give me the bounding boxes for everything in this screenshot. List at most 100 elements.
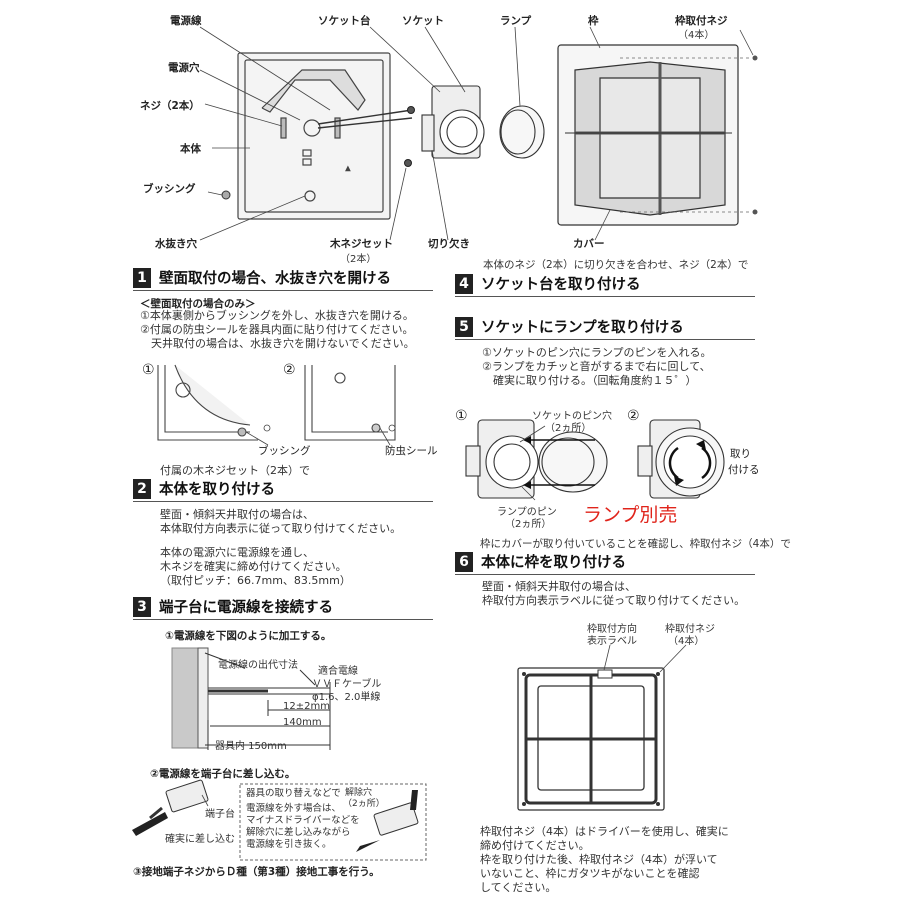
step-3-note-1: 器具の取り替えなどで — [246, 788, 341, 799]
step-3-wire-spec-2: ＶＶＦケーブル — [312, 679, 382, 690]
step-5-fig-1-marker: ① — [455, 408, 468, 424]
step-5-lamp-pin-count: （2ヵ所） — [505, 519, 552, 530]
step-4-heading: 4 ソケット台を取り付ける — [455, 273, 641, 294]
step-1-bushing-label: ブッシング — [258, 445, 311, 457]
step-5-line-3: 確実に取り付ける。（回転角度約１５゜） — [482, 374, 697, 387]
step-1-fig-1-marker: ① — [142, 362, 155, 378]
step-6-bottom-4: いないこと、枠にガタツキがないことを確認 — [480, 867, 700, 880]
step-5-heading: 5 ソケットにランプを取り付ける — [455, 316, 684, 337]
step-1-line-3: 天井取付の場合は、水抜き穴を開けないでください。 — [140, 337, 415, 350]
step-5-line-2: ②ランプをカチッと音がするまで右に回して、 — [482, 360, 711, 373]
frame-cover — [557, 44, 739, 226]
label-drain-hole: 水抜き穴 — [155, 238, 197, 250]
step-6-title: 本体に枠を取り付ける — [481, 555, 626, 571]
screws — [404, 106, 415, 167]
step-3-note-4: 解除穴に差し込みながら — [246, 827, 351, 838]
svg-text:▲: ▲ — [346, 166, 350, 172]
step-3-note-5: 電源線を引き抜く。 — [246, 839, 332, 850]
step-4-title: ソケット台を取り付ける — [481, 277, 641, 293]
step-1-number: 1 — [133, 267, 151, 288]
label-frame: 枠 — [588, 15, 599, 27]
step-6-label-screw-1: 枠取付ネジ — [665, 624, 715, 635]
body-plate: ▲ — [237, 52, 391, 220]
top-diagram-drawing: ▲ — [199, 26, 758, 241]
label-power-hole: 電源穴 — [168, 62, 200, 74]
step-3-terminal-label: 端子台 — [205, 809, 235, 820]
step-2-heading: 2 本体を取り付ける — [133, 478, 275, 499]
lamp — [499, 105, 545, 159]
step-2-title: 本体を取り付ける — [159, 482, 275, 498]
step-6-label-dir-1: 枠取付方向 — [587, 624, 637, 635]
label-wood-screw-set: 木ネジセット — [330, 238, 393, 250]
step-2-line-4: 本体の電源穴に電源線を通し、 — [160, 546, 314, 559]
label-cover: カバー — [573, 238, 605, 250]
step-6-label-screw-2: （4本） — [668, 636, 705, 647]
label-frame-screw: 枠取付ネジ — [675, 15, 728, 27]
label-bushing: ブッシング — [143, 183, 196, 195]
step-6-bottom-1: 枠取付ネジ（4本）はドライバーを使用し、確実に — [480, 825, 729, 838]
label-socket: ソケット — [402, 15, 444, 27]
step-1-seal-label: 防虫シール — [385, 445, 438, 457]
step-6-line-2: 枠取付方向表示ラベルに従って取り付けてください。 — [482, 594, 746, 607]
step-2-line-2: 本体取付方向表示に従って取り付けてください。 — [160, 522, 402, 535]
step-3-release-count: （2ヵ所） — [343, 799, 385, 809]
step-6-label-dir-2: 表示ラベル — [587, 636, 637, 647]
step-6-number: 6 — [455, 551, 473, 572]
step-3-dim-strip: 12±2mm — [283, 701, 330, 712]
step-5-fig-2-marker: ② — [627, 408, 640, 424]
step-5-number: 5 — [455, 316, 473, 337]
step-3-sub-1: ①電源線を下図のように加工する。 — [165, 630, 332, 642]
step-3-wire-dim-label: 電源線の出代寸法 — [218, 660, 298, 671]
step-2-line-1: 壁面・傾斜天井取付の場合は、 — [160, 508, 314, 521]
step-2-line-5: 木ネジを確実に締め付けてください。 — [160, 560, 347, 573]
label-socket-base: ソケット台 — [318, 15, 371, 27]
step-4-number: 4 — [455, 273, 473, 294]
label-notch: 切り欠き — [428, 238, 470, 250]
label-screw: ネジ（2本） — [140, 100, 200, 112]
step-1-heading: 1 壁面取付の場合、水抜き穴を開ける — [133, 267, 391, 288]
step-3-dim-150: 器具内 150mm — [215, 741, 287, 752]
step-3-dim-140: 140mm — [283, 717, 322, 728]
step-5-attach-2: 付ける — [728, 464, 760, 476]
step-3-sub-3: ③接地端子ネジからＤ種（第3種）接地工事を行う。 — [133, 866, 380, 878]
step-3-release-hole: 解除穴 — [345, 788, 373, 798]
label-lamp: ランプ — [500, 15, 532, 27]
step-6-bottom-3: 枠を取り付けた後、枠取付ネジ（4本）が浮いて — [480, 853, 718, 866]
step-3-wire-spec-1: 適合電線 — [318, 666, 358, 677]
step-1-title: 壁面取付の場合、水抜き穴を開ける — [159, 271, 391, 287]
step-5-lamp-sold-separately: ランプ別売 — [583, 504, 678, 526]
step-6-heading: 6 本体に枠を取り付ける — [455, 551, 626, 572]
step-1-subhead: ＜壁面取付の場合のみ＞ — [140, 298, 256, 310]
step-3-wire-spec-3: φ1.6、2.0単線 — [312, 692, 381, 703]
step-3-heading: 3 端子台に電源線を接続する — [133, 596, 333, 617]
step-6-bottom-5: してください。 — [480, 881, 557, 894]
step-2-pre: 付属の木ネジセット（2本）で — [160, 464, 310, 477]
step-3-insert-label: 確実に差し込む — [165, 834, 235, 845]
step-5-title: ソケットにランプを取り付ける — [481, 320, 684, 336]
step-1-line-1: ①本体裏側からブッシングを外し、水抜き穴を開ける。 — [140, 309, 414, 322]
label-wood-screw-count: （2本） — [340, 254, 377, 265]
step-3-sub-2: ②電源線を端子台に差し込む。 — [150, 768, 296, 780]
step-6-bottom-2: 締め付けてください。 — [480, 839, 590, 852]
step-1-fig-2-marker: ② — [283, 362, 296, 378]
step-2-line-6: （取付ピッチ：66.7mm、83.5mm） — [160, 574, 351, 587]
step-5-attach: 取り — [730, 448, 751, 460]
socket-base — [421, 85, 485, 159]
step-5-line-1: ①ソケットのピン穴にランプのピンを入れる。 — [482, 346, 712, 359]
label-power-wire: 電源線 — [170, 15, 202, 27]
step-6-pre: 枠にカバーが取り付いていることを確認し、枠取付ネジ（4本）で — [480, 538, 791, 550]
step-5-pin-hole-count: （2ヵ所） — [545, 423, 592, 434]
step-3-number: 3 — [133, 596, 151, 617]
step-6-line-1: 壁面・傾斜天井取付の場合は、 — [482, 580, 636, 593]
step-3-note-2: 電源線を外す場合は、 — [246, 803, 342, 814]
step-1-line-2: ②付属の防虫シールを器具内面に貼り付けてください。 — [140, 323, 414, 336]
step-2-number: 2 — [133, 478, 151, 499]
label-body: 本体 — [180, 143, 201, 155]
step-3-title: 端子台に電源線を接続する — [159, 600, 333, 616]
label-frame-screw-count: （4本） — [678, 30, 715, 41]
